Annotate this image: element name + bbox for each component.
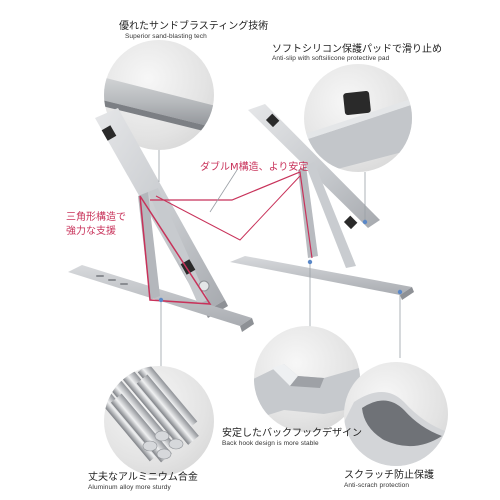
- antislip-caption-jp: ソフトシリコン保護パッドで滑り止め: [272, 44, 442, 55]
- scratch-protection-image: [344, 392, 448, 466]
- backhook-caption-en: Back hook design is more stable: [222, 440, 319, 447]
- aluminum-caption-jp: 丈夫なアルミニウム合金: [88, 472, 198, 483]
- antislip-pad-image: [304, 90, 412, 172]
- antislip-caption-en: Anti-slip with softsilicone protective p…: [272, 55, 390, 62]
- double-m-highlight: [150, 171, 313, 259]
- backhook-closeup-circle: [254, 326, 360, 432]
- sandblast-caption-en: Superior sand-blasting tech: [125, 33, 207, 40]
- triangle-highlight: [139, 195, 212, 305]
- aluminum-rods-image: [104, 366, 199, 463]
- triangle-caption-line1: 三角形構造で: [66, 212, 126, 223]
- triangle-caption-line2: 強力な支援: [66, 226, 116, 237]
- sandblast-caption-jp: 優れたサンドブラスティング技術: [119, 21, 269, 32]
- backhook-caption-jp: 安定したバックフックデザイン: [222, 428, 362, 439]
- scratch-caption-jp: スクラッチ防止保護: [344, 470, 434, 481]
- front-stand: [68, 108, 254, 332]
- double-m-caption: ダブルM構造、より安定: [200, 162, 309, 173]
- aluminum-rods-circle: [104, 366, 214, 476]
- antislip-pad-circle: [304, 64, 412, 172]
- scratch-caption-en: Anti-scrach protection: [344, 482, 410, 489]
- sandblast-closeup-image: [104, 77, 214, 134]
- leader-lines: [158, 150, 401, 372]
- rear-stand: [230, 104, 414, 300]
- scratch-protection-circle: [344, 362, 448, 466]
- backhook-closeup-image: [254, 364, 360, 420]
- aluminum-caption-en: Aluminum alloy more sturdy: [88, 484, 171, 491]
